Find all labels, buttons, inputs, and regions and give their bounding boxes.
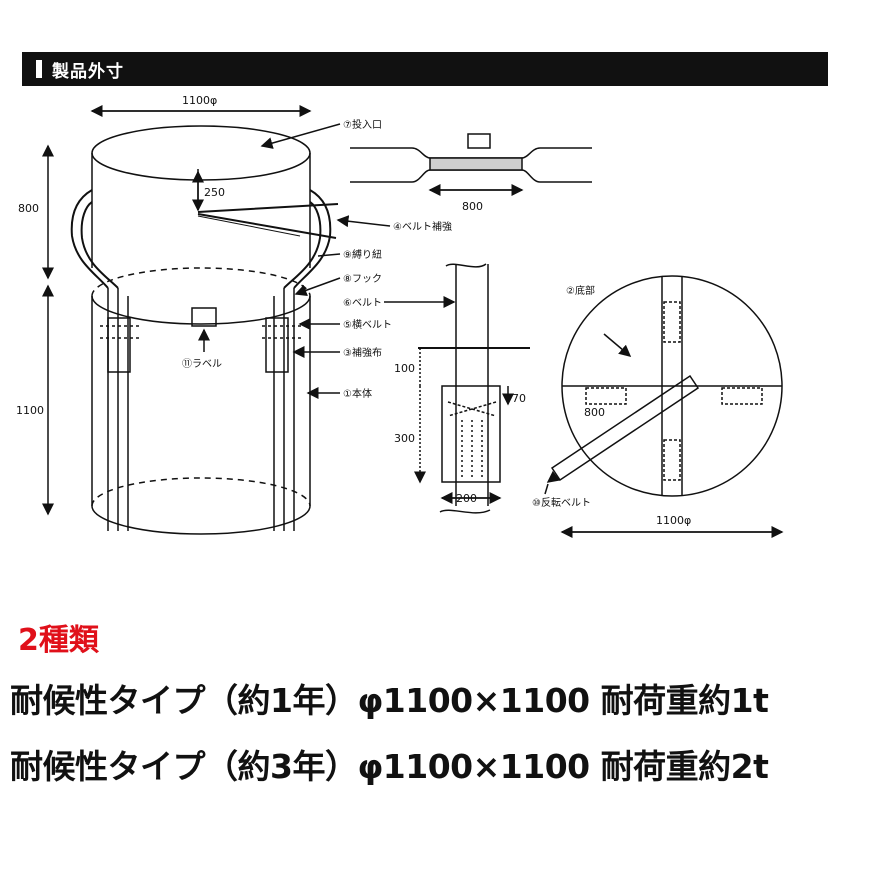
label-horizontal-belt: ⑤横ベルト: [343, 318, 392, 331]
dim-bottom-800: 800: [584, 406, 605, 419]
label-belt: ⑥ベルト: [343, 297, 382, 309]
dim-belt-offset: 250: [204, 186, 225, 199]
inlet-detail: [350, 133, 592, 196]
label-tie-cord: ⑨縛り紐: [343, 248, 382, 261]
label-body: ①本体: [343, 387, 372, 400]
label-belt-reinforce: ④ベルト補強: [393, 220, 452, 233]
product-dimension-drawing: 1100φ 800 1100 250 ⑦投入口 ④ベルト補強 ⑨縛り紐 ⑧フック…: [0, 86, 870, 564]
dim-height-800: 800: [18, 202, 39, 215]
bag-side-view: [42, 105, 391, 535]
section-header: 製品外寸: [22, 52, 828, 86]
bottom-view: [544, 275, 784, 538]
section-title: 製品外寸: [52, 62, 124, 82]
label-inlet: ⑦投入口: [343, 118, 382, 131]
dim-belt-100: 100: [394, 362, 415, 375]
header-marker: [36, 60, 42, 78]
label-bottom: ②底部: [566, 284, 595, 297]
label-label: ⑪ラベル: [182, 358, 222, 370]
dim-belt-300: 300: [394, 432, 415, 445]
dim-bottom-diameter: 1100φ: [656, 514, 691, 527]
label-hook: ⑧フック: [343, 273, 382, 285]
dim-belt-70: 70: [512, 392, 526, 405]
dim-inlet-width: 800: [462, 200, 483, 213]
dim-belt-200: 200: [456, 492, 477, 505]
types-heading: 2種類: [18, 623, 99, 658]
type-item-2: 耐候性タイプ（約3年）φ1100×1100 耐荷重約2t: [10, 747, 769, 786]
dim-top-diameter: 1100φ: [182, 94, 217, 107]
label-reverse-belt: ⑩反転ベルト: [532, 497, 591, 509]
type-item-1: 耐候性タイプ（約1年）φ1100×1100 耐荷重約1t: [10, 681, 769, 720]
label-reinforce-cloth: ③補強布: [343, 346, 382, 359]
belt-detail: [384, 263, 530, 514]
dim-height-1100: 1100: [16, 404, 44, 417]
